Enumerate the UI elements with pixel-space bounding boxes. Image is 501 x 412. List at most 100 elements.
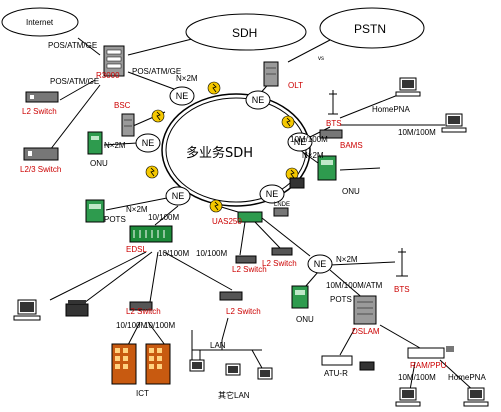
link-label-nx2m-left: N×2M [104, 141, 126, 150]
homepna-label-bottom: HomePNA [448, 373, 486, 382]
line-l2-ict1 [127, 321, 141, 346]
line-router-ne [127, 71, 183, 93]
link-label-10100m-edsl: 10/100M [148, 213, 179, 222]
router-label: R3000 [96, 71, 120, 80]
bams-label: BAMS [340, 141, 363, 150]
atu-r-label: ATU-R [324, 369, 348, 378]
line-olt-pstn [287, 39, 331, 63]
l2-switch-icon-bottom-left [129, 301, 153, 311]
lnde-device-icon [273, 207, 289, 217]
line-edsl-pc1 [49, 251, 147, 301]
link-label-10100m-l2b: 10/100M [144, 321, 175, 330]
pc-icon-bottom-left-1 [13, 299, 41, 321]
svg-text:NE: NE [252, 95, 265, 105]
bts-label-bottom: BTS [394, 285, 410, 294]
onu-icon-left [87, 131, 103, 155]
pstn-cloud: PSTN [319, 7, 425, 49]
l2-switch-label-mid2: L2 Switch [262, 259, 297, 268]
olt-label: OLT [288, 81, 303, 90]
line-uas-l2 [239, 221, 246, 256]
internet-label: Internet [26, 18, 54, 27]
sdh-cloud: SDH [185, 13, 307, 51]
other-lan-label: 其它LAN [218, 390, 250, 400]
link-label-pots-left: POTS [104, 215, 126, 224]
link-label-atm: 10M/100M/ATM [326, 281, 383, 290]
line-dslam-ram [379, 324, 421, 349]
link-label-vs: vs [318, 56, 324, 62]
line-internet-router [77, 37, 101, 56]
line-ne-onu-bl [105, 197, 168, 211]
uas250-device-icon [237, 211, 263, 223]
link-label-10m100m-bts: 10M/100M [290, 135, 328, 144]
svg-text:NE: NE [294, 137, 307, 147]
line-dslam-atur [339, 327, 356, 356]
svg-text:NE: NE [266, 189, 279, 199]
ne-node-bottom-left: NE [165, 186, 191, 206]
dslam-device-icon [353, 295, 377, 325]
lightning-icon [207, 81, 221, 95]
phone-icon-right [289, 177, 305, 189]
line-l2-lan [221, 317, 229, 341]
link-label-pots-right: POTS [330, 295, 352, 304]
internet-cloud: Internet [1, 7, 79, 37]
svg-text:NE: NE [172, 191, 185, 201]
lightning-icon [209, 199, 223, 213]
link-label-10100m-mid: 10/100M [196, 249, 227, 258]
svg-text:NE: NE [314, 259, 327, 269]
lan-drop-3 [251, 349, 263, 369]
bts-label-top: BTS [326, 119, 342, 128]
pc-icon-top-right-1 [395, 77, 421, 97]
link-label-pos-atm-right: POS/ATM/GE [132, 67, 181, 76]
lan-label: LAN [210, 341, 226, 350]
ram-ppu-device-icon [407, 346, 454, 359]
svg-text:NE: NE [142, 138, 155, 148]
building-icon-2 [145, 343, 171, 385]
line-router-l2 [59, 79, 96, 101]
link-label-10100m-l2a: 10/100M [116, 321, 147, 330]
atu-r-device-icon [321, 355, 375, 371]
line-onu-ne-left [103, 142, 138, 146]
bts-antenna-icon-bottom [396, 248, 408, 277]
l2-switch-icon [25, 91, 59, 103]
line-edsl-pc2 [79, 251, 153, 307]
link-label-pos-atm-left: POS/ATM/GE [50, 77, 99, 86]
phone-icon-bottom-left [65, 300, 89, 317]
ring-label: 多业务SDH [186, 145, 253, 161]
lightning-icon [151, 109, 165, 123]
l2-switch-label-bl: L2 Switch [126, 307, 161, 316]
line-uas-l2b [254, 221, 281, 249]
link-label-pos-atm-top: POS/ATM/GE [48, 41, 97, 50]
line-uas-ne2 [261, 217, 311, 257]
ne-node-top-right: NE [245, 90, 271, 110]
ne-node-left: NE [135, 133, 161, 153]
l2-switch-label-top: L2 Switch [22, 107, 57, 116]
link-label-nx2m-br: N×2M [336, 255, 358, 264]
l23-switch-icon [23, 147, 59, 161]
edsl-label: EDSL [126, 245, 147, 254]
line-router-l23 [49, 84, 101, 151]
lan-pc-icon-3 [225, 363, 241, 376]
link-label-10m100m-bottom: 10M/100M [398, 373, 436, 382]
bsc-label: BSC [114, 101, 131, 110]
link-label-nx2m-right: N×2M [302, 151, 324, 160]
onu-label-left: ONU [90, 159, 108, 168]
lightning-icon [281, 115, 295, 129]
line-edsl-l2b [163, 251, 233, 291]
bsc-icon [121, 113, 135, 137]
onu-label-right: ONU [342, 187, 360, 196]
bts-antenna-icon-top [328, 90, 338, 115]
link-label-10100m-ls: 10/100M [158, 249, 189, 258]
line-ne2-onu [304, 271, 319, 288]
ne-node-top: NE [169, 86, 195, 106]
ram-ppu-label: RAM/PPU [410, 361, 447, 370]
link-label-nx2m-top: N×2M [176, 74, 198, 83]
homepna-label-top: HomePNA [372, 105, 410, 114]
building-icon-1 [111, 343, 137, 385]
lan-pc-icon-2 [257, 367, 273, 380]
olt-icon [263, 61, 279, 87]
sdh-label: SDH [232, 26, 257, 40]
lnde-label: LNDE [274, 202, 290, 208]
line-router-sdh [127, 37, 197, 56]
ne-node-right: NE [287, 132, 313, 152]
